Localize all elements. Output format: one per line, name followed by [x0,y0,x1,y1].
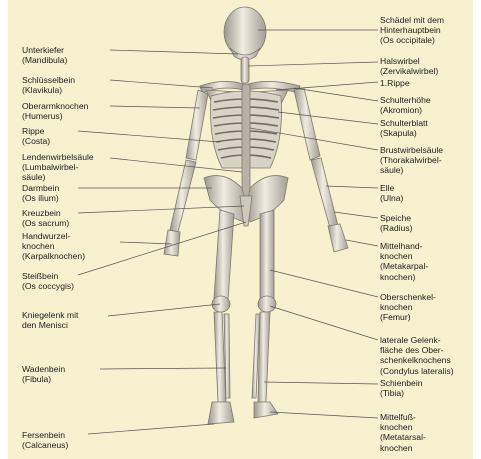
cervical-spine-shape [241,57,249,83]
label-condyle: laterale Gelenk- fläche des Ober- schenk… [380,335,454,376]
label-first-rib: 1.Rippe [380,78,410,88]
spine-shape [242,84,250,196]
leader-ulna [326,186,378,188]
left-femur-shape [214,210,234,300]
left-hand-shape [164,230,180,256]
leader-humerus [110,106,200,108]
label-mandible: Unterkiefer (Mandibula) [22,45,67,65]
label-rib: Rippe (Costa) [22,126,50,146]
leader-fibula [100,368,226,369]
leader-cervical [248,62,378,66]
left-foot-shape [208,402,234,424]
right-forearm-shape [311,158,338,228]
left-knee-shape [212,296,230,312]
leader-metatarsal [270,412,378,418]
leader-carpal [120,242,172,244]
right-foot-shape [254,402,278,418]
label-lumbar: Lendenwirbelsäule (Lumbalwirbel- säule) [22,152,94,183]
right-hand-shape [328,224,348,252]
right-knee-shape [258,296,276,312]
label-ulna: Elle (Ulna) [380,183,403,203]
label-ilium: Darmbein (Os ilium) [22,183,59,203]
label-thoracic: Brustwirbelsäule (Thorakalwirbel- säule) [380,145,443,176]
leader-metacarpal [346,240,378,246]
label-carpal: Handwurzel- knochen (Karpalknochen) [22,231,85,262]
label-metacarpal: Mittelhand- knochen (Metakarpal- knochen… [380,241,428,282]
label-humerus: Oberarmknochen (Humerus) [22,101,88,121]
skeleton-figure [164,7,348,424]
label-femur: Oberschenkel- knochen (Femur) [380,292,436,323]
leader-scapula [278,112,378,124]
leader-calcaneus [88,424,214,434]
leader-mandible [110,50,238,54]
label-fibula: Wadenbein (Fibula) [22,364,65,384]
label-radius: Speiche (Radius) [380,213,412,233]
skull-shape [224,7,266,57]
label-clavicle: Schlüsselbein (Klavikula) [22,75,75,95]
leader-condyle [270,306,378,340]
leader-clavicle [110,80,213,88]
label-knee: Kniegelenk mit den Menisci [22,310,78,330]
leader-radius [334,212,378,218]
leader-knee [108,304,220,316]
right-humerus-shape [294,88,320,160]
label-coccyx: Steißbein (Os coccygis) [22,271,74,291]
leader-tibia [264,382,378,384]
label-cervical: Halswirbel (Zervikalwirbel) [380,56,438,76]
label-calcaneus: Fersenbein (Calcaneus) [22,430,68,450]
label-tibia: Schienbein (Tibia) [380,378,423,398]
label-metatarsal: Mittelfuß- knochen (Metatarsal- knochen [380,412,426,453]
label-acromion: Schulterhöhe (Akromion) [380,95,431,115]
left-forearm-shape [170,160,196,232]
left-humerus-shape [186,90,208,160]
leader-sacrum [78,206,244,213]
leader-femur [270,270,378,297]
label-skull: Schädel mit dem Hinterhauptbein (Os occi… [380,15,444,46]
diagram-panel: Unterkiefer (Mandibula) Schlüsselbein (K… [8,0,473,459]
right-femur-shape [260,210,274,300]
label-sacrum: Kreuzbein (Os sacrum) [22,208,69,228]
label-scapula: Schulterblatt (Skapula) [380,118,428,138]
